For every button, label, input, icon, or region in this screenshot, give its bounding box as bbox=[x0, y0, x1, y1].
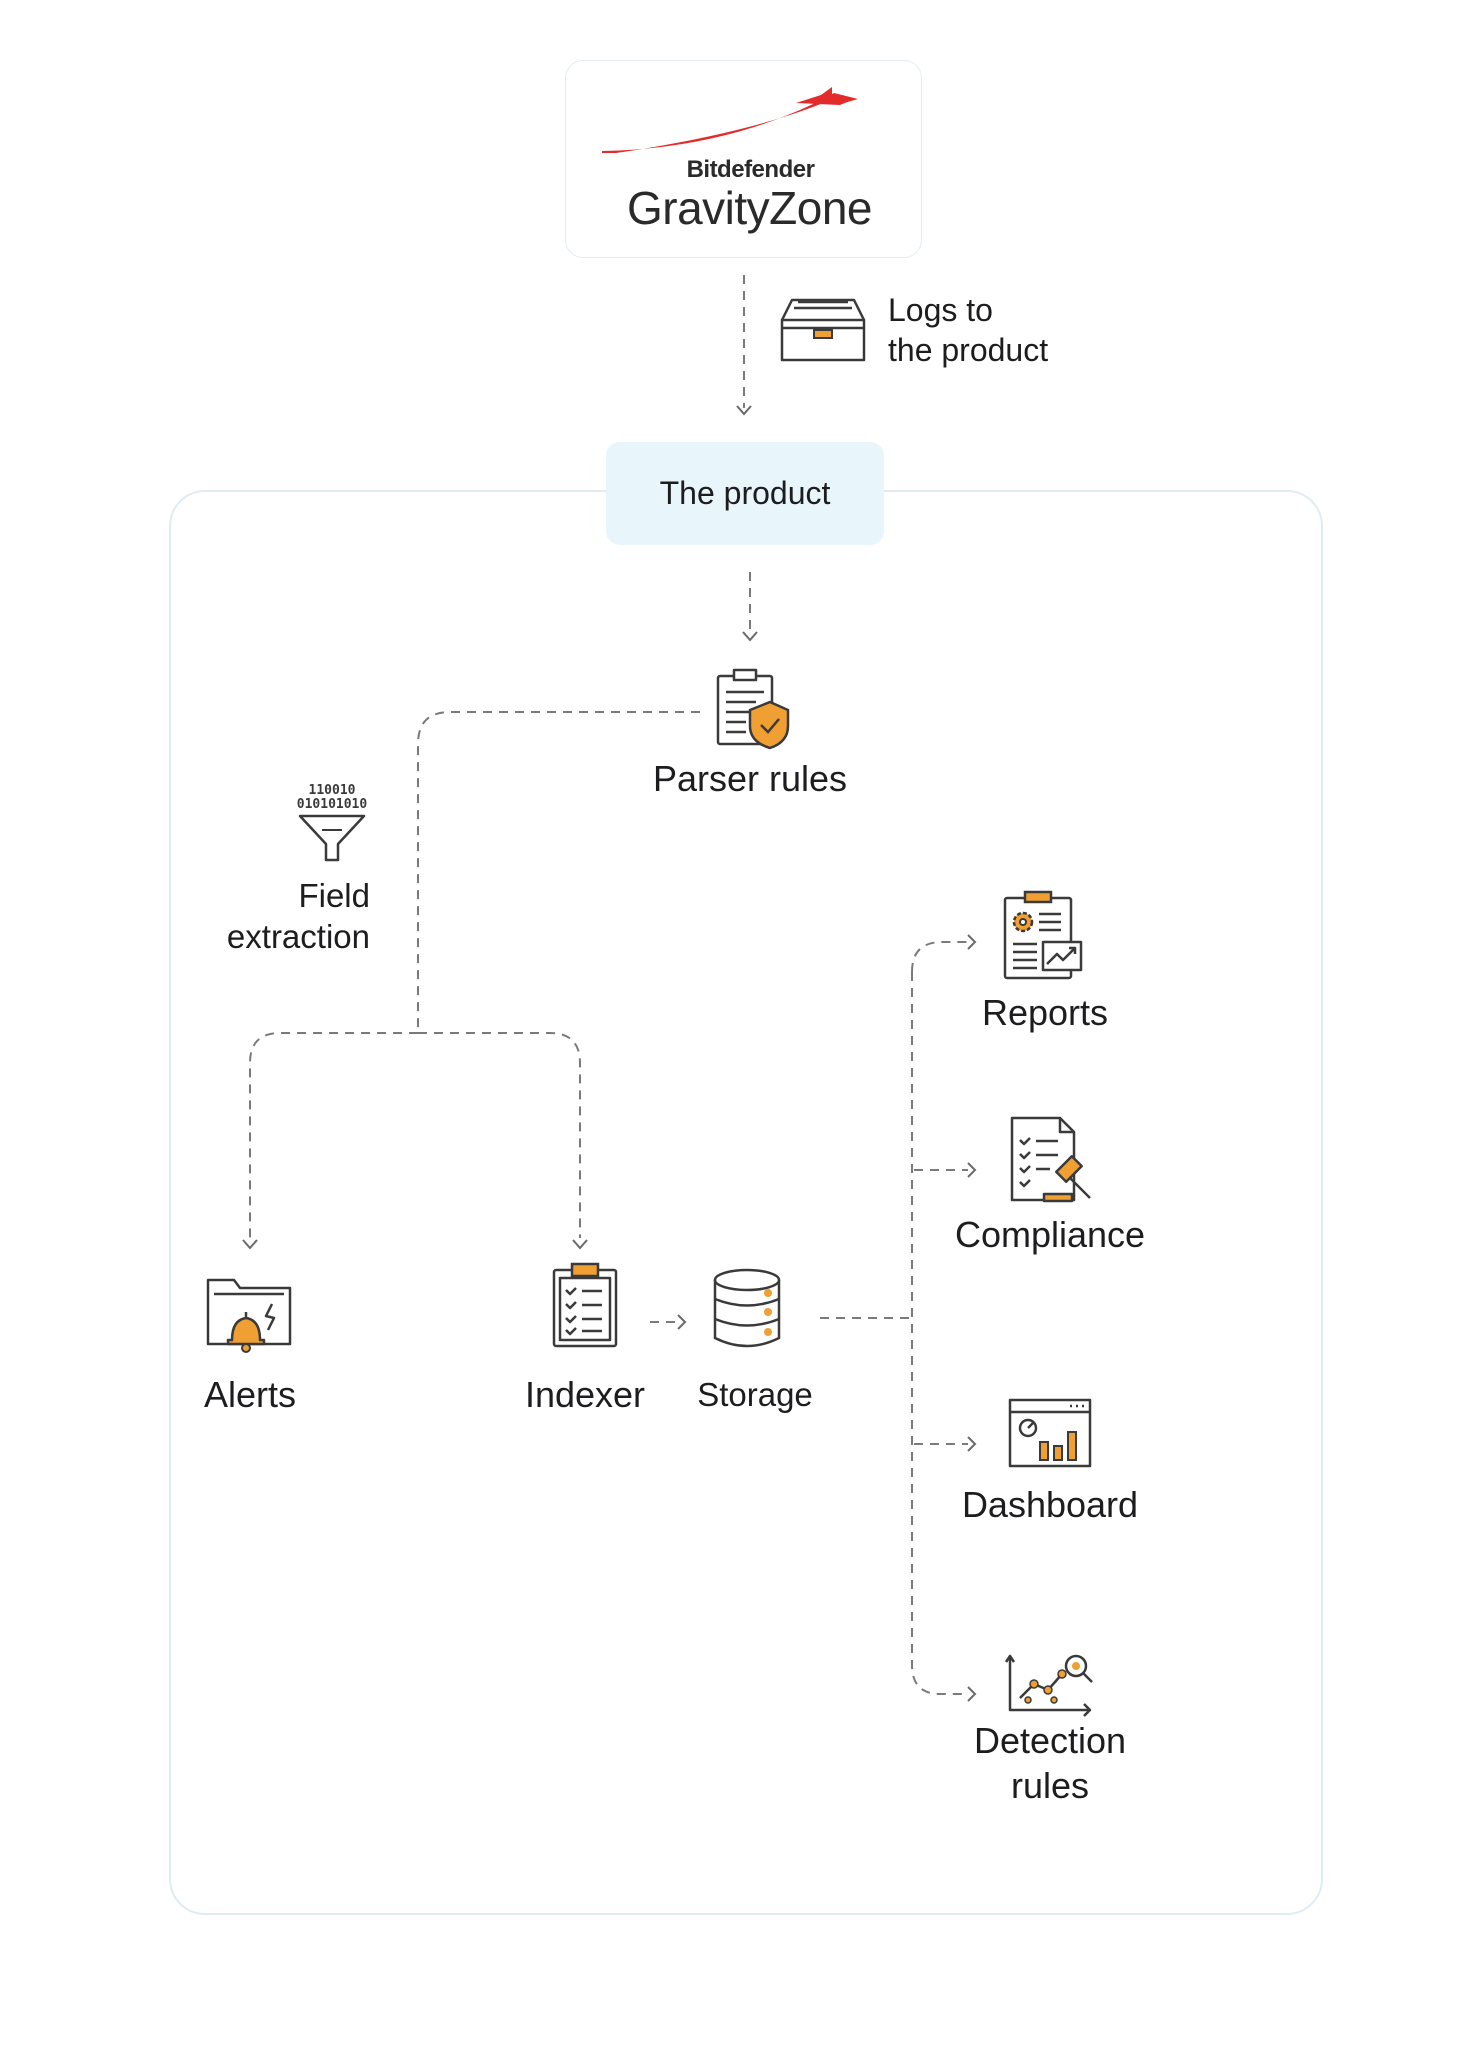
product-label: The product bbox=[659, 475, 831, 511]
field-extraction-line2: extraction bbox=[226, 918, 370, 955]
product-name: GravityZone bbox=[626, 182, 873, 234]
arrowhead-product bbox=[736, 405, 752, 416]
brand-name: Bitdefender bbox=[686, 156, 815, 183]
parser-rules-label: Parser rules bbox=[652, 758, 848, 799]
edge-note-line1: Logs to bbox=[888, 292, 993, 328]
checklist-clipboard-icon bbox=[552, 1262, 618, 1348]
database-icon bbox=[713, 1268, 781, 1348]
dashboard-chart-icon bbox=[1008, 1398, 1092, 1468]
product-node: The product bbox=[606, 442, 884, 545]
field-extraction-line1: Field bbox=[298, 877, 370, 914]
folder-bell-icon bbox=[206, 1278, 292, 1353]
detection-rules-line2: rules bbox=[1010, 1765, 1090, 1806]
archive-tray-icon bbox=[780, 298, 866, 362]
swoosh-logo-icon bbox=[602, 87, 858, 153]
compliance-label: Compliance bbox=[954, 1214, 1146, 1255]
storage-label: Storage bbox=[697, 1376, 813, 1413]
clipboard-shield-icon bbox=[716, 668, 790, 750]
svg-text:110010: 110010 bbox=[309, 783, 356, 798]
reports-label: Reports bbox=[981, 992, 1109, 1033]
edge-note-line2: the product bbox=[888, 332, 1049, 368]
binary-funnel-icon: 110010 010101010 bbox=[297, 783, 368, 862]
indexer-label: Indexer bbox=[524, 1374, 646, 1415]
detection-rules-line1: Detection bbox=[973, 1720, 1127, 1761]
report-clipboard-icon bbox=[1003, 890, 1083, 980]
alerts-label: Alerts bbox=[203, 1374, 297, 1415]
svg-text:010101010: 010101010 bbox=[297, 797, 368, 812]
dashboard-label: Dashboard bbox=[961, 1484, 1139, 1525]
document-gavel-icon bbox=[1010, 1116, 1091, 1203]
bitdefender-logo-card: Bitdefender GravityZone bbox=[565, 60, 922, 258]
scatter-search-icon bbox=[1004, 1654, 1093, 1717]
